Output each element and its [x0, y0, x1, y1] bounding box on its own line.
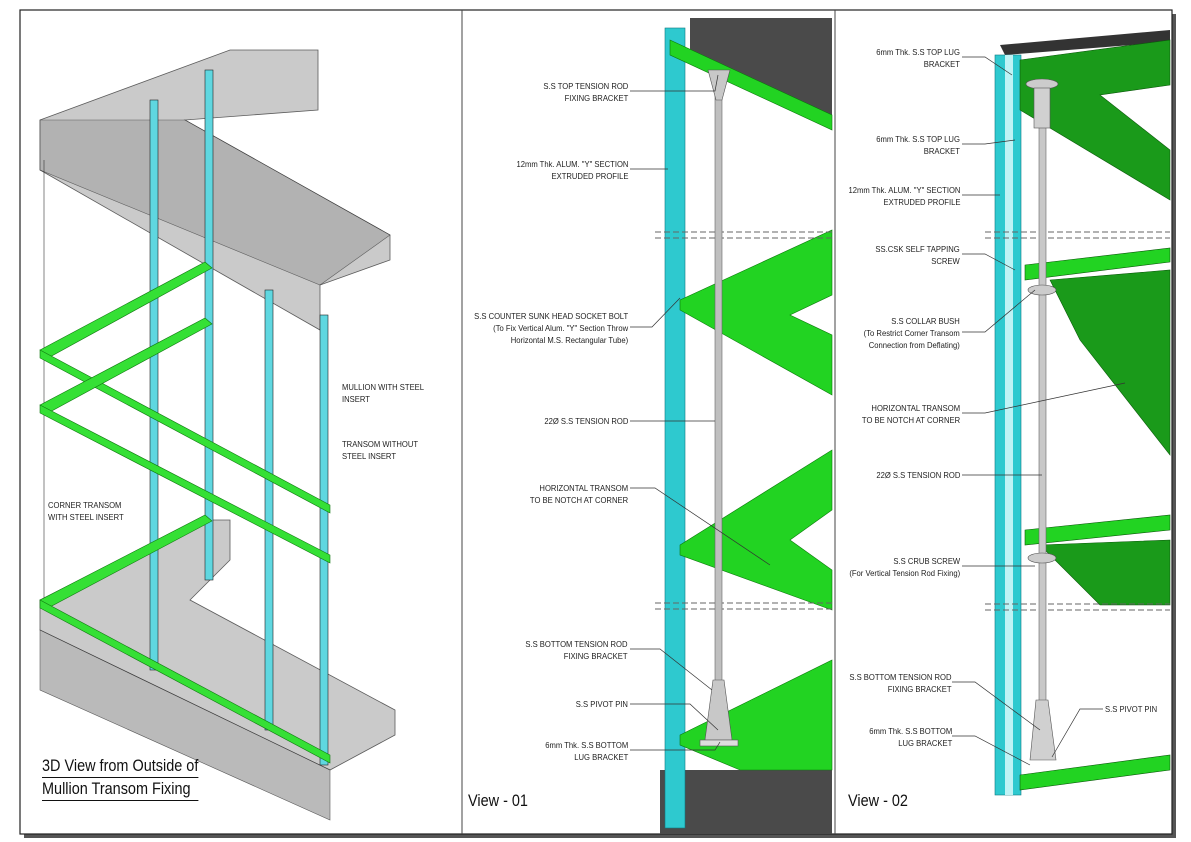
label-line: TO BE NOTCH AT CORNER	[861, 415, 960, 425]
label-top-lug-2: 6mm Thk. S.S TOP LUG BRACKET	[876, 133, 960, 157]
label-profile: 12mm Thk. ALUM. "Y" SECTION EXTRUDED PROF…	[848, 184, 960, 208]
label-line: TO BE NOTCH AT CORNER	[529, 495, 628, 505]
label-line: FIXING BRACKET	[564, 93, 628, 103]
label-line: 12mm Thk. ALUM. "Y" SECTION	[848, 185, 960, 195]
label-line: S.S TOP TENSION ROD	[543, 81, 628, 91]
label-profile: 12mm Thk. ALUM. "Y" SECTION EXTRUDED PROF…	[516, 158, 628, 182]
label-mullion: MULLION WITH STEEL INSERT	[342, 381, 424, 405]
mullion	[264, 289, 274, 731]
label-crub-screw: S.S CRUB SCREW (For Vertical Tension Rod …	[849, 555, 960, 579]
transoms	[669, 39, 833, 771]
isometric-3d-view	[39, 49, 396, 821]
label-line: S.S COUNTER SUNK HEAD SOCKET BOLT	[473, 311, 628, 321]
label-tension-rod: 22Ø S.S TENSION ROD	[875, 470, 960, 480]
label-line: SCREW	[931, 256, 960, 266]
label-line: (To Fix Vertical Alum. "Y" Section Throw	[493, 323, 628, 333]
label-corner-transom: CORNER TRANSOM WITH STEEL INSERT	[48, 499, 124, 523]
transoms	[39, 261, 331, 764]
transoms	[1019, 39, 1171, 791]
label-line: WITH STEEL INSERT	[48, 512, 124, 522]
label-pivot-pin: S.S PIVOT PIN	[1105, 704, 1158, 714]
mullion	[319, 314, 329, 766]
label-line: 6mm Thk. S.S TOP LUG	[876, 134, 960, 144]
collar-bush	[1027, 284, 1057, 296]
label-line: SS.CSK SELF TAPPING	[875, 244, 960, 254]
label-line: BRACKET	[923, 59, 960, 69]
view-02-detail	[952, 30, 1171, 796]
label-line: Horizontal M.S. Rectangular Tube)	[510, 335, 628, 345]
label-line: HORIZONTAL TRANSOM	[539, 483, 628, 493]
label-self-tapping-screw: SS.CSK SELF TAPPING SCREW	[876, 243, 960, 267]
label-line: 6mm Thk. S.S TOP LUG	[876, 47, 960, 57]
label-line: BRACKET	[923, 146, 960, 156]
tension-rod	[714, 84, 723, 716]
label-line: (To Restrict Corner Transom	[863, 328, 960, 338]
label-bottom-lug: 6mm Thk. S.S BOTTOM LUG BRACKET	[869, 725, 952, 749]
label-line: EXTRUDED PROFILE	[883, 197, 960, 207]
label-line: 6mm Thk. S.S BOTTOM	[544, 740, 628, 750]
label-line: STEEL INSERT	[342, 451, 396, 461]
label-socket-bolt: S.S COUNTER SUNK HEAD SOCKET BOLT (To Fix…	[474, 310, 628, 346]
view-title-02: View - 02	[848, 791, 908, 810]
label-line: TRANSOM WITHOUT	[342, 439, 419, 449]
label-line: S.S BOTTOM TENSION ROD	[849, 672, 952, 682]
label-bottom-bracket: S.S BOTTOM TENSION ROD FIXING BRACKET	[850, 671, 952, 695]
title-line: Mullion Transom Fixing	[42, 778, 199, 801]
tension-rod	[1038, 94, 1047, 756]
label-line: 12mm Thk. ALUM. "Y" SECTION	[516, 159, 628, 169]
label-line: FIXING BRACKET	[888, 684, 952, 694]
concrete-bottom	[660, 770, 832, 834]
y-section-profile	[664, 27, 686, 829]
label-bottom-bracket: S.S BOTTOM TENSION ROD FIXING BRACKET	[526, 638, 628, 662]
label-line: HORIZONTAL TRANSOM	[871, 403, 960, 413]
label-horizontal-transom: HORIZONTAL TRANSOM TO BE NOTCH AT CORNER	[530, 482, 628, 506]
label-line: EXTRUDED PROFILE	[551, 171, 628, 181]
label-line: 6mm Thk. S.S BOTTOM	[868, 726, 952, 736]
concrete-top	[1000, 30, 1170, 55]
label-transom: TRANSOM WITHOUT STEEL INSERT	[342, 438, 418, 462]
crub-screw	[1027, 552, 1057, 564]
label-top-bracket: S.S TOP TENSION ROD FIXING BRACKET	[543, 80, 628, 104]
label-line: LUG BRACKET	[574, 752, 628, 762]
label-line: LUG BRACKET	[898, 738, 952, 748]
top-bracket	[707, 69, 731, 101]
view-01-detail	[630, 18, 833, 834]
label-line: S.S BOTTOM TENSION ROD	[525, 639, 628, 649]
label-top-lug-1: 6mm Thk. S.S TOP LUG BRACKET	[876, 46, 960, 70]
top-lug-bracket	[1025, 78, 1059, 90]
label-line: MULLION WITH STEEL	[342, 382, 425, 392]
bottom-bracket	[1029, 699, 1057, 761]
title-line: 3D View from Outside of	[42, 755, 199, 778]
label-bottom-lug: 6mm Thk. S.S BOTTOM LUG BRACKET	[545, 739, 628, 763]
label-line: INSERT	[342, 394, 370, 404]
label-horizontal-transom: HORIZONTAL TRANSOM TO BE NOTCH AT CORNER	[862, 402, 960, 426]
leader-lines	[952, 56, 1126, 766]
label-line: S.S CRUB SCREW	[893, 556, 960, 566]
label-pivot-pin: S.S PIVOT PIN	[575, 699, 628, 709]
label-line: CORNER TRANSOM	[48, 500, 122, 510]
label-line: Connection from Deflating)	[869, 340, 960, 350]
label-collar-bush: S.S COLLAR BUSH (To Restrict Corner Trans…	[864, 315, 960, 351]
mullion	[149, 99, 159, 671]
label-line: (For Vertical Tension Rod Fixing)	[849, 568, 960, 578]
label-tension-rod: 22Ø S.S TENSION ROD	[543, 416, 628, 426]
view-title-01: View - 01	[468, 791, 528, 810]
label-line: FIXING BRACKET	[564, 651, 628, 661]
leader-lines	[630, 74, 771, 751]
label-line: S.S COLLAR BUSH	[891, 316, 960, 326]
